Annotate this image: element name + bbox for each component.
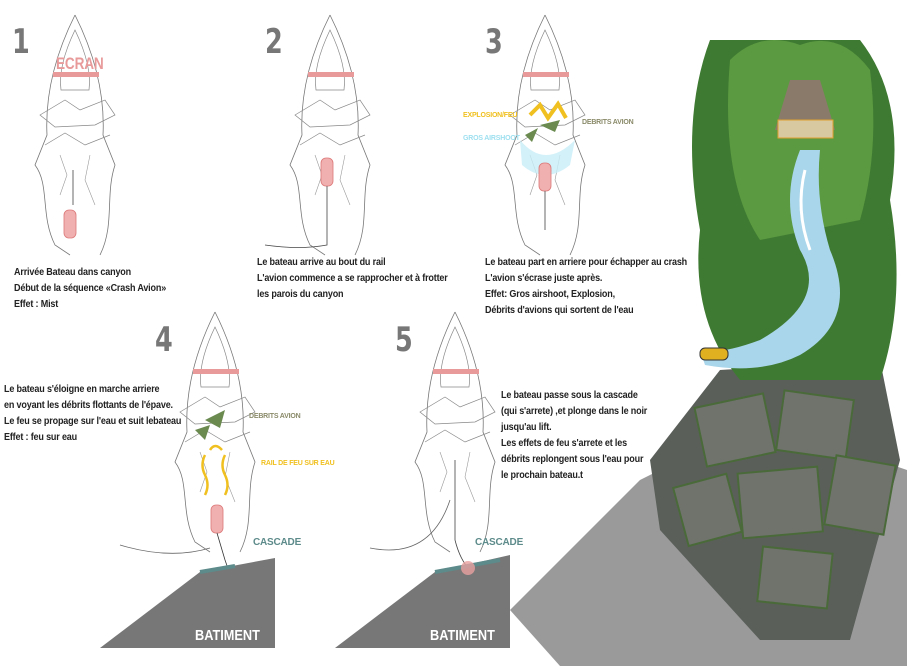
panel-4-number: 4 (155, 320, 173, 360)
building-label-4: BATIMENT (195, 627, 260, 644)
panel-3-number: 3 (485, 22, 503, 62)
panel-5-description: Le bateau passe sous la cascade (qui s'a… (501, 387, 647, 483)
desc-line: L'avion s'écrase juste après. (485, 272, 603, 284)
desc-line: le prochain bateau.t (501, 469, 583, 481)
panel-1-sketch (34, 14, 116, 256)
panel-2-sketch (264, 14, 371, 256)
panel-2-number: 2 (265, 22, 283, 62)
panel-4-description: Le bateau s'éloigne en marche arriere en… (4, 381, 181, 445)
desc-line: Effet : Mist (14, 298, 59, 310)
panel-5-number: 5 (395, 320, 413, 360)
desc-line: en voyant les débrits flottants de l'épa… (4, 399, 173, 411)
boat-render (699, 347, 729, 361)
screen-bar (53, 72, 99, 77)
panel-3-description: Le bateau part en arriere pour échapper … (485, 254, 687, 318)
desc-line: Le bateau s'éloigne en marche arriere (4, 383, 160, 395)
desc-line: L'avion commence a se rapprocher et à fr… (257, 272, 448, 284)
panel-3-sketch (504, 14, 586, 256)
desc-line: (qui s'arrete) ,et plonge dans le noir (501, 405, 648, 417)
render-3d-canyon (510, 40, 907, 666)
panel-1-description: Arrivée Bateau dans canyon Début de la s… (14, 264, 166, 312)
desc-line: Le feu se propage sur l'eau et suit leba… (4, 415, 182, 427)
desc-line: Effet : feu sur eau (4, 431, 78, 443)
desc-line: Débrits d'avions qui sortent de l'eau (485, 304, 634, 316)
desc-line: Le bateau part en arriere pour échapper … (485, 256, 688, 268)
desc-line: Le bateau passe sous la cascade (501, 389, 638, 401)
desc-line: jusqu'au lift. (501, 421, 552, 433)
airshoot-label: GROS AIRSHOOT (463, 135, 520, 142)
building-label-5: BATIMENT (430, 627, 495, 644)
desc-line: Début de la séquence «Crash Avion» (14, 282, 167, 294)
desc-line: Les effets de feu s'arrete et les (501, 437, 627, 449)
explosion-label: EXPLOSION/FEU (463, 112, 518, 119)
desc-line: Effet: Gros airshoot, Explosion, (485, 288, 615, 300)
desc-line: les parois du canyon (257, 288, 344, 300)
panel-4-sketch (100, 311, 275, 648)
debris-label-4: DEBRITS AVION (249, 413, 301, 420)
panel-1-number: 1 (12, 22, 30, 62)
debris-label-3: DEBRITS AVION (582, 119, 634, 126)
cascade-label-5: CASCADE (475, 537, 524, 548)
screen-label: ECRAN (56, 54, 104, 73)
fire-rail-label: RAIL DE FEU SUR EAU (261, 460, 335, 467)
cascade-label-4: CASCADE (253, 537, 302, 548)
panel-2-description: Le bateau arrive au bout du rail L'avion… (257, 254, 448, 302)
desc-line: Arrivée Bateau dans canyon (14, 266, 131, 278)
desc-line: débrits replongent sous l'eau pour (501, 453, 644, 465)
desc-line: Le bateau arrive au bout du rail (257, 256, 386, 268)
panel-5-sketch (335, 311, 510, 648)
